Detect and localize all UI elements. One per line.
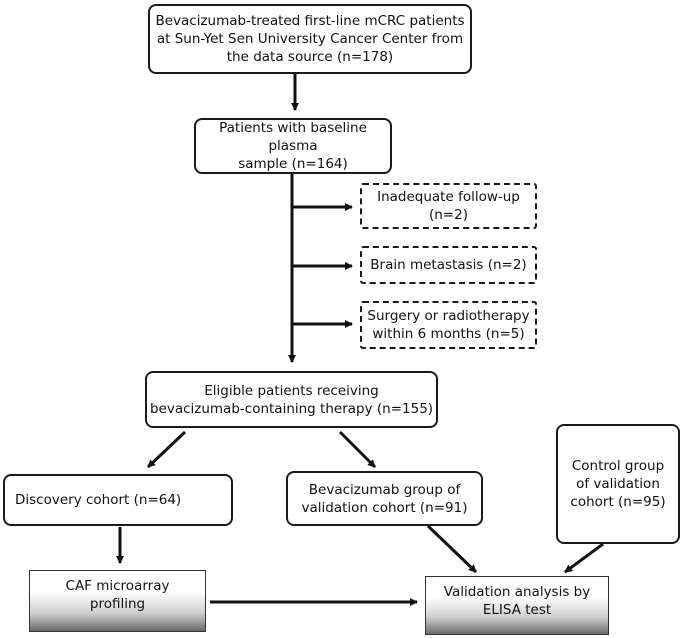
baseline-line-1: Patients with baseline plasma	[219, 120, 367, 154]
elisa-line-2: ELISA test	[482, 602, 552, 618]
caf-line-1: CAF microarray	[65, 578, 170, 594]
source-line-1: Bevacizumab-treated first-line mCRC pati…	[155, 13, 465, 29]
caf-line-2: profiling	[89, 596, 146, 612]
brain-exclusion-box: Brain metastasis (n=2)	[360, 246, 537, 284]
control-line-3: cohort (n=95)	[570, 494, 666, 510]
source-line-2: at Sun-Yet Sen University Cancer Center …	[156, 31, 464, 47]
surgery-exclusion-box: Surgery or radiotherapy within 6 months …	[360, 301, 537, 349]
discovery-line-1: Discovery cohort (n=64)	[15, 492, 182, 508]
bev-validation-line-2: validation cohort (n=91)	[301, 499, 468, 516]
elisa-line-1: Validation analysis by	[443, 584, 591, 600]
control-line-2: of validation	[576, 476, 660, 492]
caf-microarray-box: CAF microarray profiling	[29, 570, 206, 632]
baseline-box: Patients with baseline plasma sample (n=…	[194, 118, 392, 174]
eligible-line-1: Eligible patients receiving	[204, 382, 379, 399]
arrow-bev-validation-to-elisa	[426, 524, 478, 574]
source-box: Bevacizumab-treated first-line mCRC pati…	[148, 4, 472, 74]
followup-line-2: (n=2)	[428, 207, 468, 223]
arrow-eligible-to-discovery	[146, 430, 187, 469]
followup-line-1: Inadequate follow-up	[377, 189, 520, 205]
control-group-box: Control group of validation cohort (n=95…	[556, 424, 680, 544]
surgery-line-1: Surgery or radiotherapy	[367, 308, 530, 324]
eligible-line-2: bevacizumab-containing therapy (n=155)	[149, 400, 434, 417]
bev-validation-box: Bevacizumab group of validation cohort (…	[286, 471, 483, 526]
followup-exclusion-box: Inadequate follow-up (n=2)	[360, 183, 537, 229]
arrow-eligible-to-bev-validation	[338, 430, 377, 469]
discovery-cohort-box: Discovery cohort (n=64)	[3, 474, 233, 526]
baseline-line-2: sample (n=164)	[238, 156, 348, 172]
source-line-3: the data source (n=178)	[226, 49, 394, 65]
bev-validation-line-1: Bevacizumab group of	[308, 481, 461, 498]
elisa-validation-box: Validation analysis by ELISA test	[425, 576, 609, 635]
eligible-box: Eligible patients receiving bevacizumab-…	[145, 371, 438, 428]
arrow-control-to-elisa	[564, 542, 604, 574]
control-line-1: Control group	[571, 458, 665, 474]
brain-line-1: Brain metastasis (n=2)	[370, 257, 527, 273]
surgery-line-2: within 6 months (n=5)	[372, 326, 525, 342]
